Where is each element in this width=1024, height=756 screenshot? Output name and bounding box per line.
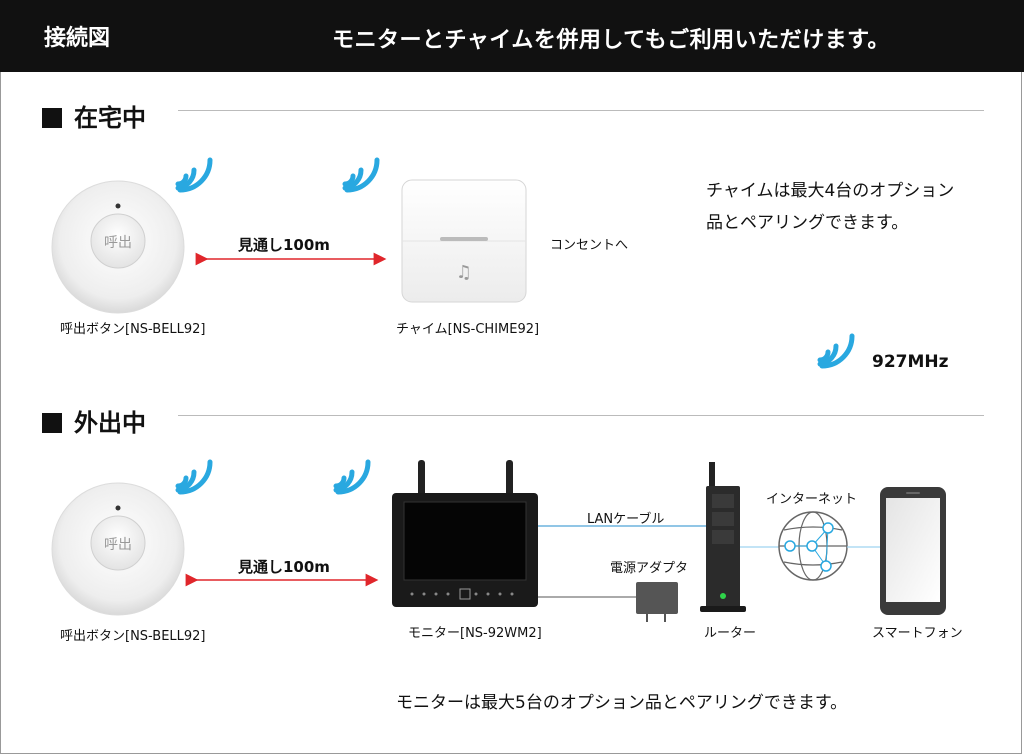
wifi-icon xyxy=(175,459,213,495)
wifi-icon xyxy=(342,157,380,193)
call-button-face-text: 呼出 xyxy=(104,537,132,553)
call-button-device-home: 呼出 xyxy=(51,180,185,314)
chime-note-line-1: チャイムは最大4台のオプション xyxy=(706,181,955,201)
section-rule-home xyxy=(178,110,984,111)
wifi-icon xyxy=(333,459,371,495)
smartphone-label: スマートフォン xyxy=(872,626,963,641)
section-title-away: 外出中 xyxy=(42,403,146,438)
wifi-icon xyxy=(817,333,855,369)
chime-label: チャイム[NS-CHIME92] xyxy=(396,322,540,337)
header-right-title: モニターとチャイムを併用してもご利用いただけます。 xyxy=(332,28,890,53)
music-note-icon: ♫ xyxy=(456,262,472,283)
chime-device: ♫ xyxy=(401,179,527,303)
monitor-device xyxy=(392,460,538,607)
call-button-label-home: 呼出ボタン[NS-BELL92] xyxy=(60,322,206,337)
call-button-device-away: 呼出 xyxy=(51,482,185,616)
router-device xyxy=(700,462,746,612)
header-left-title: 接続図 xyxy=(44,26,111,51)
internet-label: インターネット xyxy=(766,492,858,507)
wifi-icon xyxy=(175,157,213,193)
power-adapter-label: 電源アダプタ xyxy=(610,561,689,576)
header-bar: 接続図 モニターとチャイムを併用してもご利用いただけます。 xyxy=(0,0,1024,72)
range-label-away: 見通し100m xyxy=(238,558,330,576)
call-button-face-text: 呼出 xyxy=(104,235,132,251)
section-title-home: 在宅中 xyxy=(42,98,146,133)
chime-note-line-2: 品とペアリングできます。 xyxy=(706,213,909,233)
section-rule-away xyxy=(178,415,984,416)
section-square-icon xyxy=(42,108,62,128)
monitor-label: モニター[NS-92WM2] xyxy=(408,626,542,641)
smartphone-device xyxy=(880,487,946,615)
internet-globe-icon xyxy=(778,511,848,581)
monitor-note: モニターは最大5台のオプション品とペアリングできます。 xyxy=(396,693,848,713)
range-label-home: 見通し100m xyxy=(238,236,330,254)
section-square-icon xyxy=(42,413,62,433)
frequency-label: 927MHz xyxy=(872,352,949,372)
outlet-label: コンセントへ xyxy=(550,238,629,253)
section-title-away-text: 外出中 xyxy=(74,409,146,437)
router-label: ルーター xyxy=(704,626,757,641)
section-title-home-text: 在宅中 xyxy=(74,104,146,132)
call-button-label-away: 呼出ボタン[NS-BELL92] xyxy=(60,629,206,644)
power-adapter-device xyxy=(636,582,678,622)
lan-cable-label: LANケーブル xyxy=(587,512,665,527)
